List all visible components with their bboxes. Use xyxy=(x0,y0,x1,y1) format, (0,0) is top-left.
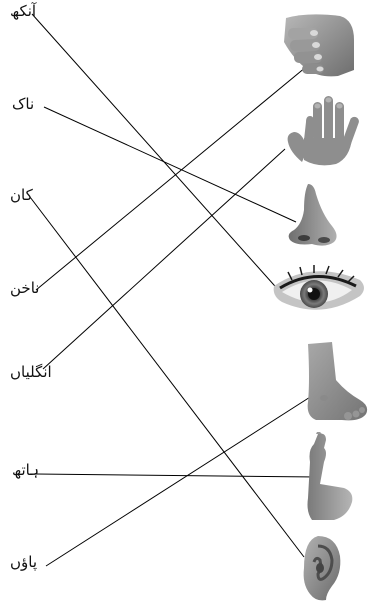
word-nose: ناک xyxy=(12,95,35,113)
word-ear: کان xyxy=(10,186,33,204)
connector-eye xyxy=(31,13,283,295)
connector-foot xyxy=(45,391,319,567)
connector-nose xyxy=(43,106,297,223)
foot-icon xyxy=(307,342,368,421)
open-hand-icon xyxy=(287,96,359,166)
eye-icon xyxy=(273,265,364,310)
nose-icon xyxy=(288,184,337,246)
word-hand: ہاتھ xyxy=(12,461,40,479)
connector-open-hand xyxy=(42,148,286,370)
ear-icon xyxy=(303,536,341,601)
fist-icon xyxy=(284,14,354,77)
connector-arm xyxy=(35,473,319,478)
arm-icon xyxy=(307,432,353,520)
connector-fist xyxy=(35,66,307,291)
word-fingers: انگلیاں xyxy=(10,363,52,381)
word-eye: آنکھ xyxy=(10,2,37,20)
connector-ear xyxy=(29,196,305,558)
word-foot: پاؤں xyxy=(10,553,38,571)
word-nail: ناخن xyxy=(10,279,40,297)
